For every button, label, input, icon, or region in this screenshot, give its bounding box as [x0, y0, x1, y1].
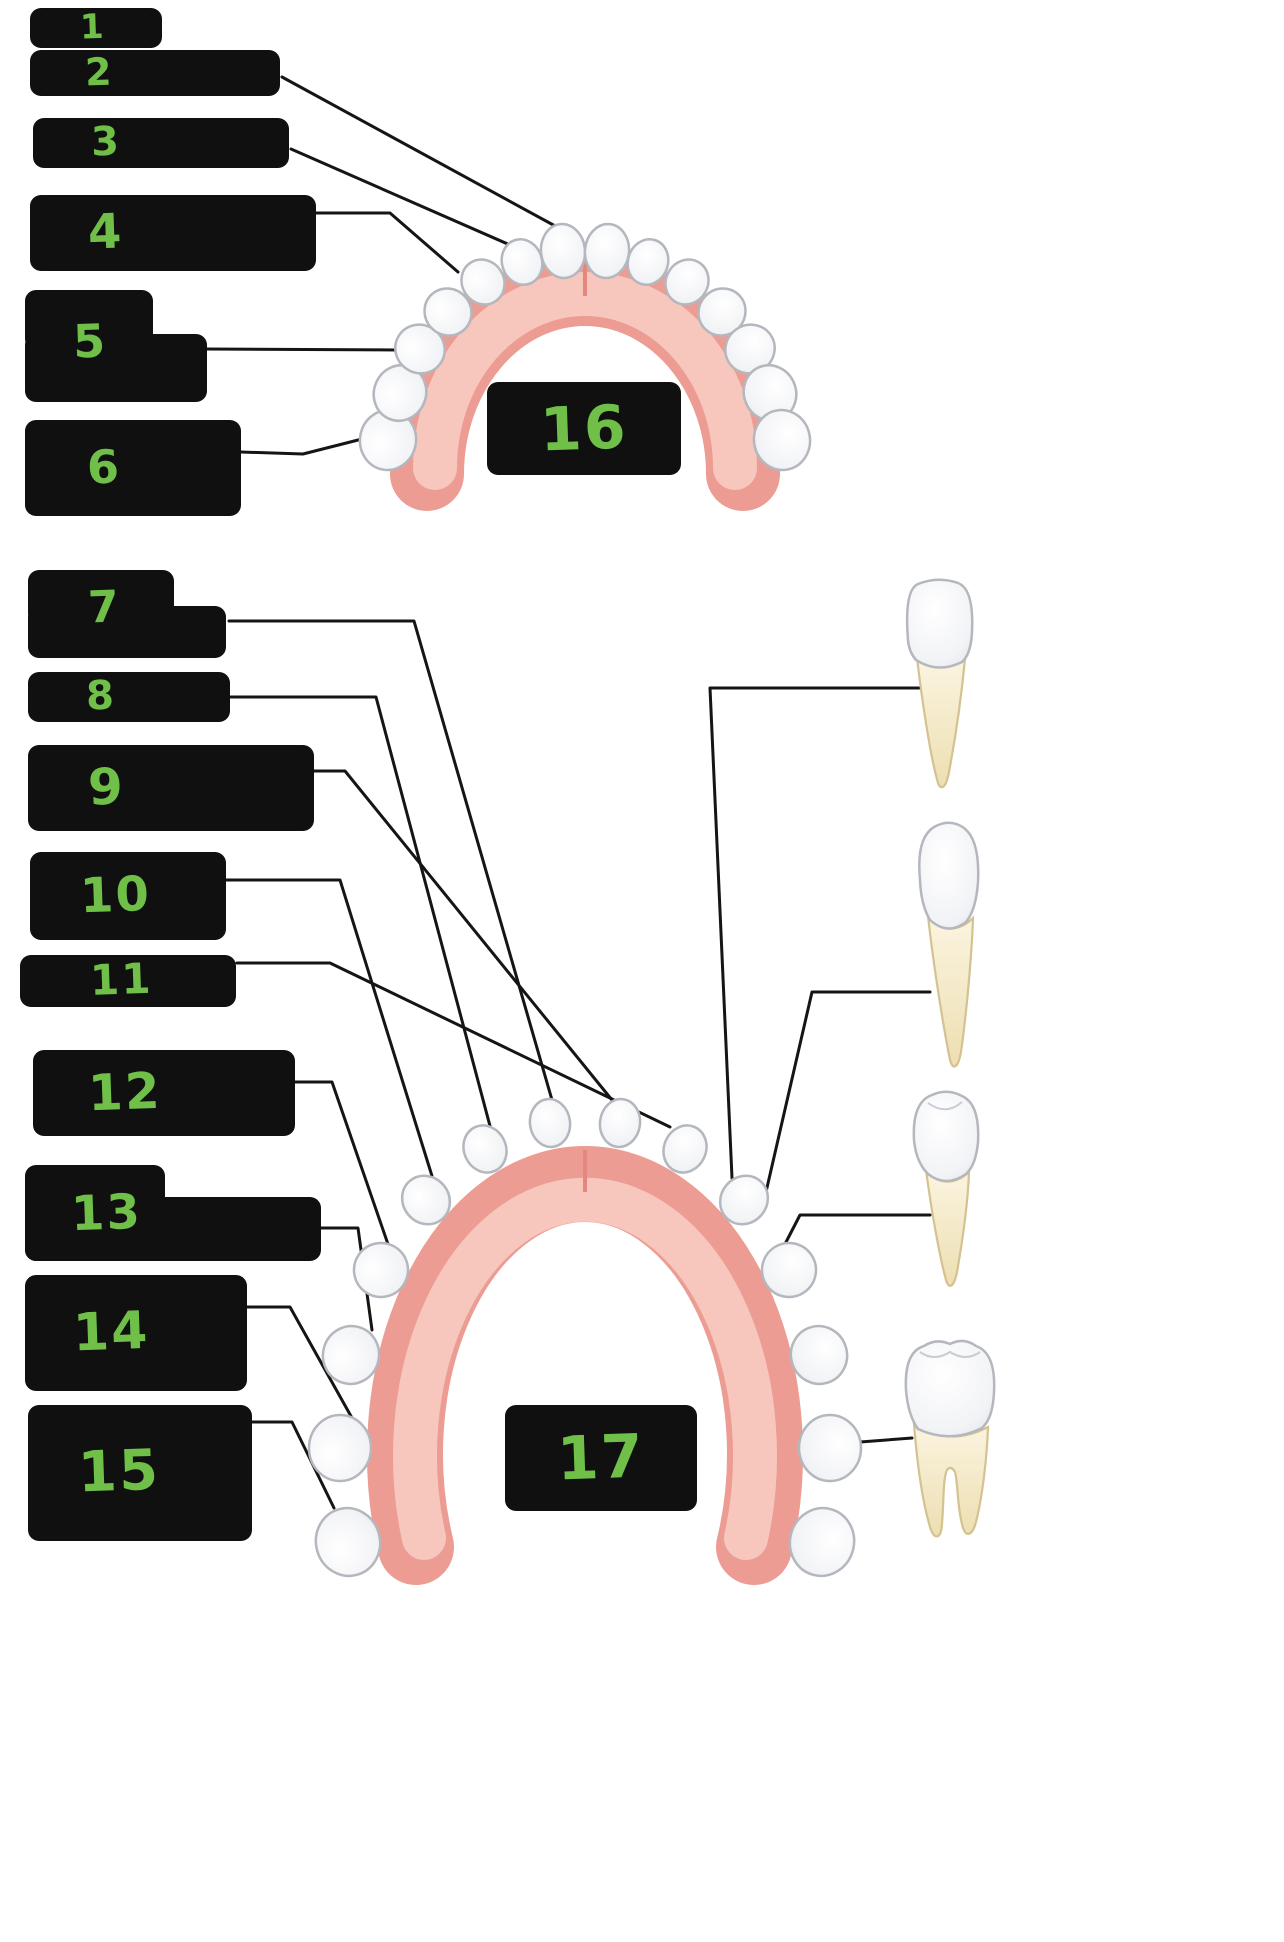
tooth: [307, 1413, 373, 1483]
label-box-2[interactable]: 2: [30, 50, 280, 96]
connector-line: [204, 347, 400, 352]
tooth: [718, 1174, 770, 1226]
center-label-16[interactable]: 16: [487, 382, 681, 475]
connector-line: [782, 1213, 932, 1248]
tooth: [314, 1506, 382, 1578]
lower-gum-highlight: [393, 1177, 777, 1560]
tooth: [321, 1324, 381, 1386]
tooth-illustration-premolar: [912, 1090, 980, 1287]
tooth-illustration-canine: [918, 821, 980, 1068]
label-box-13[interactable]: 13: [25, 1165, 321, 1261]
center-label-17[interactable]: 17: [505, 1405, 697, 1511]
lower-teeth: [307, 1097, 863, 1578]
label-box-14[interactable]: 14: [25, 1275, 247, 1391]
incisor-crown: [905, 578, 974, 669]
label-number: 2: [84, 49, 115, 95]
label-number: 14: [71, 1300, 151, 1364]
connector-line: [235, 961, 672, 1129]
tooth: [528, 1097, 572, 1149]
label-number: 17: [556, 1421, 646, 1495]
tooth: [598, 1097, 642, 1149]
connector-line: [224, 878, 434, 1178]
tooth: [752, 408, 812, 472]
connector-line: [289, 147, 512, 247]
molar-occlusal-line: [919, 1350, 981, 1358]
connector-line: [249, 1420, 336, 1510]
tooth: [460, 258, 506, 306]
label-box-11[interactable]: 11: [20, 953, 236, 1007]
tooth: [662, 1124, 708, 1174]
tooth: [626, 238, 670, 286]
tooth: [423, 287, 473, 337]
label-box-4[interactable]: 4: [30, 195, 316, 271]
tooth: [462, 1124, 508, 1174]
molar-roots: [912, 1421, 990, 1538]
connector-lines: [204, 75, 932, 1510]
label-number: 10: [79, 865, 152, 925]
connector-line: [314, 211, 460, 274]
connector-line: [239, 436, 368, 456]
label-box-5[interactable]: 5: [25, 290, 207, 402]
incisor-root: [915, 655, 967, 789]
tooth-illustration-incisor: [905, 578, 974, 789]
tooth: [788, 1506, 856, 1578]
label-number: 12: [86, 1061, 163, 1123]
label-box-shape: [25, 334, 207, 402]
label-number: 8: [85, 672, 117, 720]
label-number: 16: [539, 391, 629, 466]
label-box-12[interactable]: 12: [33, 1050, 295, 1136]
connector-line: [228, 695, 492, 1128]
upper-arch-illustration: [358, 222, 812, 511]
connector-line: [319, 1226, 374, 1332]
label-box-1[interactable]: 1: [30, 6, 162, 48]
connector-line: [708, 686, 924, 1180]
label-number: 5: [72, 313, 108, 369]
tooth: [352, 1241, 410, 1299]
tooth: [760, 1241, 818, 1299]
connector-line: [280, 75, 559, 229]
label-box-shape: [28, 606, 226, 658]
connector-line: [764, 990, 932, 1194]
label-box-6[interactable]: 6: [25, 420, 241, 516]
premolar-root: [924, 1166, 971, 1287]
label-number: 3: [90, 118, 122, 166]
label-box-15[interactable]: 15: [28, 1405, 252, 1541]
label-number: 11: [89, 953, 154, 1005]
connector-line: [310, 769, 614, 1102]
tooth: [664, 258, 710, 306]
premolar-crown: [912, 1090, 980, 1183]
label-box-shape: [25, 1197, 321, 1261]
label-box-7[interactable]: 7: [28, 570, 226, 658]
label-number: 13: [70, 1183, 143, 1243]
label-number: 7: [87, 581, 122, 634]
tooth: [400, 1174, 452, 1226]
connector-line: [227, 619, 554, 1102]
label-box-10[interactable]: 10: [30, 852, 226, 940]
label-box-3[interactable]: 3: [33, 118, 289, 168]
molar-crown: [904, 1339, 996, 1438]
lower-arch-illustration: [307, 1097, 863, 1585]
connector-line: [292, 1080, 392, 1252]
label-number: 9: [86, 757, 126, 817]
connector-line: [858, 1436, 914, 1444]
upper-teeth: [358, 222, 812, 472]
label-number: 15: [76, 1437, 162, 1506]
label-number: 6: [86, 439, 122, 495]
premolar-cusp-line: [927, 1101, 963, 1111]
label-box-8[interactable]: 8: [28, 672, 230, 722]
label-number: 1: [79, 6, 107, 48]
label-number: 4: [87, 203, 125, 261]
canine-crown: [918, 821, 980, 930]
canine-root: [926, 912, 975, 1068]
tooth: [797, 1413, 863, 1483]
label-box-9[interactable]: 9: [28, 745, 314, 831]
connector-line: [244, 1305, 354, 1420]
tooth-illustration-molar: [904, 1339, 996, 1538]
tooth: [789, 1324, 849, 1386]
